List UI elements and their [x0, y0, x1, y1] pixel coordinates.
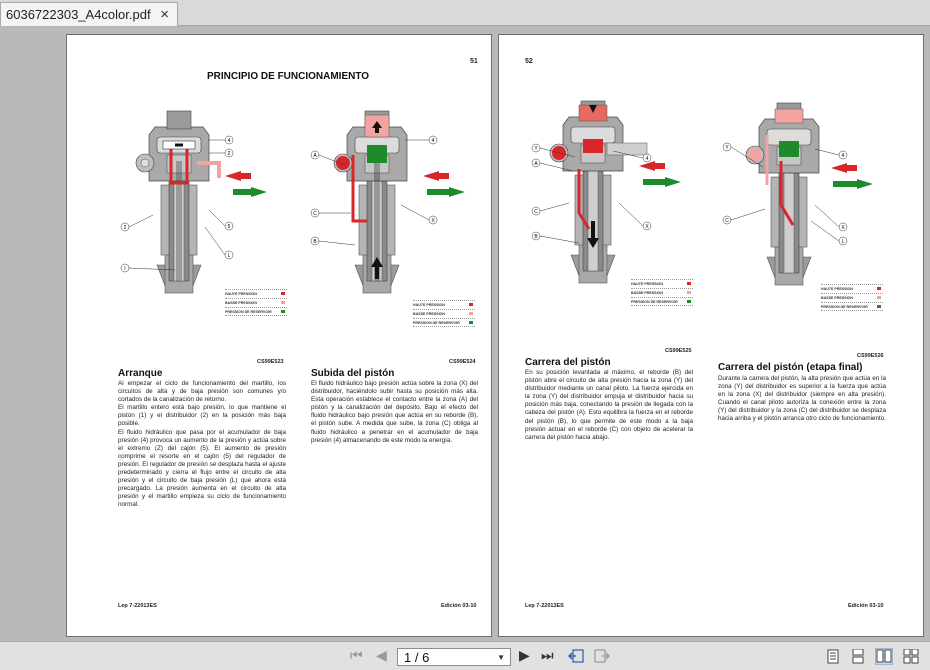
back-view-icon[interactable]	[567, 648, 585, 665]
label-x: X	[841, 225, 845, 231]
last-page-icon[interactable]: ⏭	[541, 647, 554, 663]
section-text: Durante la carrera del pistón, la alta p…	[718, 375, 887, 423]
label-a: A	[313, 153, 317, 159]
page-display: 1 / 6	[404, 650, 430, 665]
label-4: 4	[228, 138, 231, 144]
figure-piston-rise: 4 A C B X	[310, 110, 465, 294]
label-4: 4	[646, 156, 649, 162]
label-z: Z	[227, 151, 230, 157]
single-page-icon[interactable]	[826, 649, 840, 664]
footer-right: Edición 03-10	[848, 603, 884, 609]
chevron-down-icon: ▼	[497, 653, 505, 662]
section-text: El fluido hidráulico bajo presión actúa …	[311, 380, 478, 444]
label-2: 2	[124, 225, 127, 231]
figure-code: CS99E526	[857, 353, 884, 359]
label-a: A	[534, 161, 538, 167]
pressure-legend: HAUTE PRESSION BASSE PRESSION PRESSION D…	[413, 300, 475, 327]
next-page-icon[interactable]: ▶	[519, 647, 530, 663]
footer-right: Edición 03-10	[441, 603, 477, 609]
page-51: 51 PRINCIPIO DE FUNCIONAMIENTO 4 Z	[66, 34, 492, 637]
prev-page-icon[interactable]: ◀	[376, 647, 387, 663]
label-1: I	[124, 266, 125, 272]
figure-startup: 4 Z 2 5 L I	[120, 110, 267, 294]
label-y: Y	[534, 146, 538, 152]
forward-view-icon[interactable]	[593, 648, 611, 665]
continuous-icon[interactable]	[851, 649, 865, 664]
figure-code: CS99E524	[449, 359, 476, 365]
page-title: PRINCIPIO DE FUNCIONAMIENTO	[207, 71, 370, 82]
close-icon[interactable]: ×	[160, 6, 169, 23]
figure-code: CS99E523	[257, 359, 284, 365]
label-l: L	[228, 253, 231, 259]
figure-piston-stroke: Y A 4 C X B	[531, 100, 681, 284]
bottom-toolbar: ⏮ ◀ 1 / 6 ▼ ▶ ⏭	[0, 641, 930, 670]
footer-left: Lep 7-22013ES	[525, 603, 564, 609]
page-number: 51	[470, 58, 478, 65]
label-c: C	[534, 209, 538, 215]
section-heading: Carrera del pistón	[525, 357, 611, 368]
tab-bar: 6036722303_A4color.pdf ×	[0, 0, 930, 26]
document-viewer[interactable]: 51 PRINCIPIO DE FUNCIONAMIENTO 4 Z	[0, 27, 930, 641]
figure-piston-final: Y 4 C X L	[722, 102, 873, 286]
facing-icon[interactable]	[875, 648, 893, 665]
document-tab[interactable]: 6036722303_A4color.pdf ×	[0, 2, 178, 26]
page-number: 52	[525, 58, 533, 65]
facing-continuous-icon[interactable]	[903, 649, 919, 664]
label-5: 5	[228, 224, 231, 230]
label-l: L	[842, 239, 845, 245]
label-c: C	[725, 218, 729, 224]
section-heading: Carrera del pistón (etapa final)	[718, 362, 863, 373]
footer-left: Lep 7-22013ES	[118, 603, 157, 609]
label-b: B	[313, 239, 317, 245]
label-4: 4	[432, 138, 435, 144]
page-52: 52 Y A	[498, 34, 924, 637]
label-x: X	[431, 218, 435, 224]
label-b: B	[534, 234, 538, 240]
first-page-icon[interactable]: ⏮	[350, 647, 363, 663]
figure-code: CS99E525	[665, 348, 692, 354]
pressure-legend: HAUTE PRESSION BASSE PRESSION PRESSION D…	[225, 289, 287, 316]
label-c: C	[313, 211, 317, 217]
section-heading: Arranque	[118, 368, 163, 379]
label-4: 4	[842, 153, 845, 159]
pressure-legend: HAUTE PRESSION BASSE PRESSION PRESSION D…	[821, 284, 883, 311]
section-text: En su posición levantada al máximo, el r…	[525, 369, 693, 441]
pressure-legend: HAUTE PRESSION BASSE PRESSION PRESSION D…	[631, 279, 693, 306]
tab-title: 6036722303_A4color.pdf	[6, 7, 151, 22]
label-x: X	[645, 224, 649, 230]
section-text: Al empezar el ciclo de funcionamiento de…	[118, 380, 286, 509]
label-y: Y	[725, 145, 729, 151]
page-selector[interactable]: 1 / 6 ▼	[397, 648, 511, 666]
section-heading: Subida del pistón	[311, 368, 395, 379]
